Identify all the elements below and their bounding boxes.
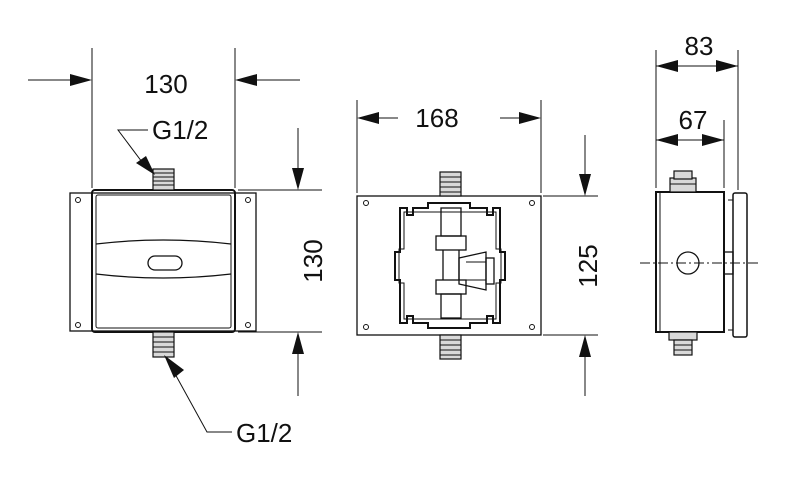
side-outer-depth-dimension: 83 <box>655 31 739 190</box>
side-outer-depth-label: 83 <box>685 31 714 61</box>
front-height-dimension: 130 <box>238 128 328 396</box>
side-inner-depth-label: 67 <box>679 105 708 135</box>
back-bottom-connector <box>439 334 462 360</box>
back-width-dimension: 168 <box>356 100 542 193</box>
bottom-thread-label: G1/2 <box>236 418 292 448</box>
back-top-connector <box>439 171 462 197</box>
bottom-thread-callout: G1/2 <box>164 355 292 448</box>
side-bottom-connector <box>668 331 698 356</box>
side-top-connector <box>669 170 697 193</box>
valve-assembly <box>435 207 495 319</box>
back-inner-frame <box>394 202 506 329</box>
top-thread-callout: G1/2 <box>117 115 208 175</box>
side-inner-depth-dimension: 67 <box>656 105 725 188</box>
front-view: 130 130 G1/2 G1/2 <box>28 48 328 448</box>
side-outlet-hole <box>676 251 700 275</box>
front-height-label: 130 <box>298 239 328 282</box>
back-height-label: 125 <box>573 244 603 287</box>
front-mounting-plate <box>69 192 257 332</box>
side-body <box>655 191 725 333</box>
side-cover-plate <box>732 192 748 338</box>
front-top-connector <box>152 168 175 191</box>
sensor-window <box>147 255 183 271</box>
top-thread-label: G1/2 <box>152 115 208 145</box>
back-mounting-plate <box>356 195 542 336</box>
back-view: 168 125 <box>356 100 603 396</box>
front-bottom-connector <box>152 331 175 358</box>
back-width-label: 168 <box>415 103 458 133</box>
side-view: 83 67 <box>640 31 760 356</box>
front-cover-frame <box>91 189 236 333</box>
front-width-dimension: 130 <box>28 48 300 188</box>
back-height-dimension: 125 <box>543 135 603 396</box>
front-width-label: 130 <box>144 69 187 99</box>
